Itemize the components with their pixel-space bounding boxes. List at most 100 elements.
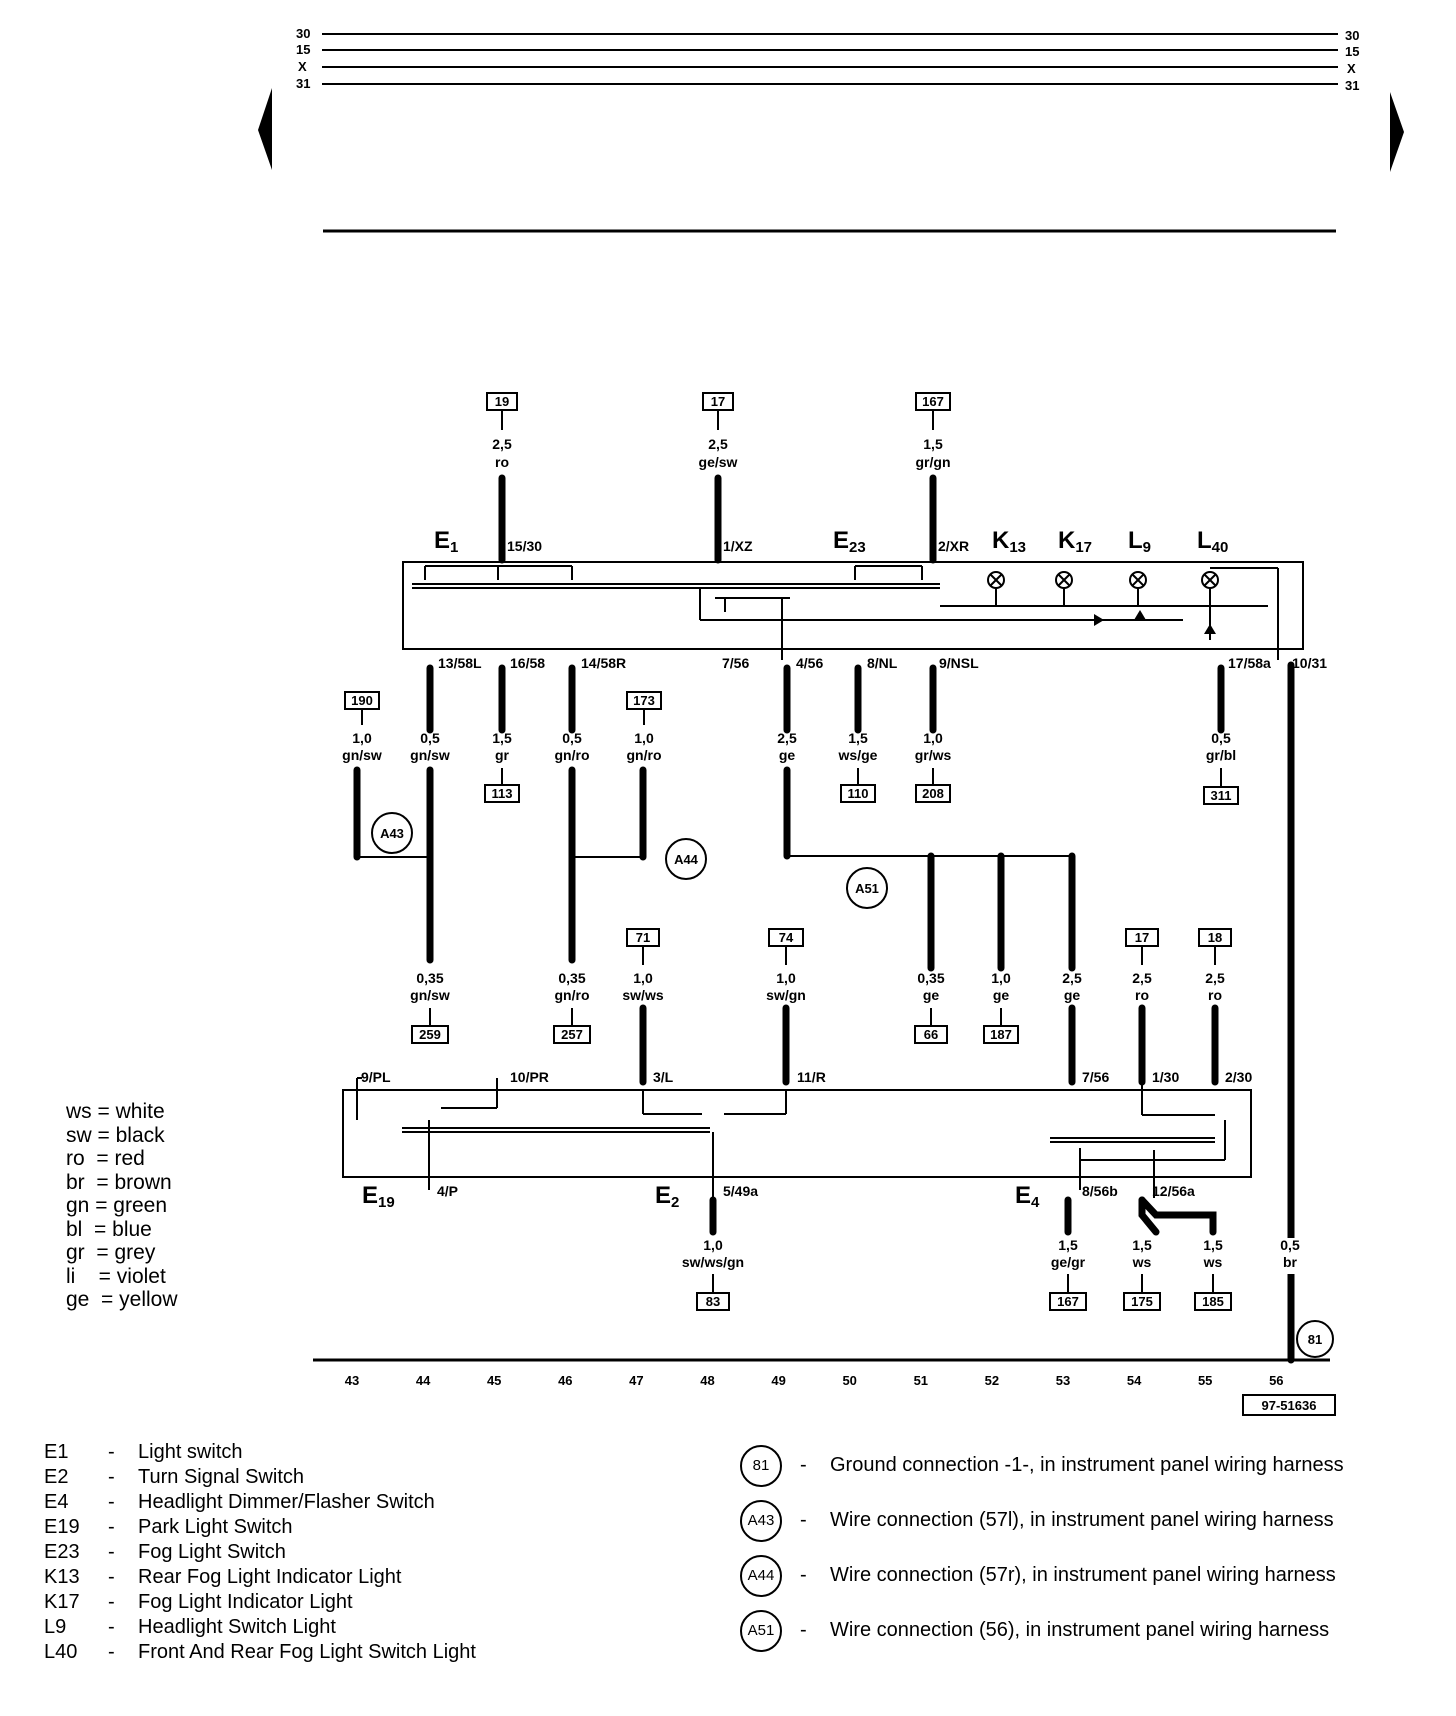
svg-text:185: 185 xyxy=(1202,1294,1224,1309)
left-arrow-icon xyxy=(258,88,272,170)
terminal-14-58r: 14/58R xyxy=(581,655,626,671)
terminal-2-30: 2/30 xyxy=(1225,1069,1252,1085)
connection-a44-icon: A44 xyxy=(740,1554,782,1597)
feed-wire-17: 17 2,5 ge/sw 1/XZ xyxy=(699,392,753,564)
connection-a43[interactable]: A43 xyxy=(371,812,413,854)
track-number: 50 xyxy=(842,1373,856,1388)
terminal-8-56b: 8/56b xyxy=(1082,1183,1118,1199)
lower-switch-contacts xyxy=(356,1077,1226,1198)
connection-81[interactable]: 81 xyxy=(1296,1320,1334,1358)
svg-text:2/XR: 2/XR xyxy=(938,538,969,554)
terminal-9-nsl: 9/NSL xyxy=(939,655,979,671)
svg-text:gn/ro: gn/ro xyxy=(627,747,662,763)
svg-text:br: br xyxy=(1283,1254,1298,1270)
bus-label-15-right: 15 xyxy=(1345,44,1359,59)
wire-190: 190 1,0 gn/sw xyxy=(342,691,430,861)
svg-text:gn/ro: gn/ro xyxy=(555,747,590,763)
wire-167-ge-gr: 1,5 ge/gr 167 xyxy=(1049,1196,1087,1311)
feed-wire-19: 19 2,5 ro 15/30 xyxy=(486,392,542,564)
wire-175-ws: 1,5 ws 175 xyxy=(1123,1196,1217,1311)
doc-code-box xyxy=(1242,1394,1336,1416)
svg-text:257: 257 xyxy=(561,1027,583,1042)
svg-text:gn/sw: gn/sw xyxy=(342,747,382,763)
terminal-4-p: 4/P xyxy=(437,1183,458,1199)
svg-text:gr/gn: gr/gn xyxy=(916,454,951,470)
track-number: 46 xyxy=(558,1373,572,1388)
bus-label-15-left: 15 xyxy=(296,42,310,57)
svg-text:167: 167 xyxy=(922,394,944,409)
svg-text:173: 173 xyxy=(633,693,655,708)
wire-25-ge-lower: 2,5 ge xyxy=(1062,852,1082,1086)
svg-text:ro: ro xyxy=(495,454,509,470)
parts-legend-row: K17-Fog Light Indicator Light xyxy=(44,1591,353,1613)
label-e4: E4 xyxy=(1015,1182,1040,1211)
label-k17: K17 xyxy=(1058,527,1092,556)
svg-text:74: 74 xyxy=(779,930,794,945)
svg-text:1,0: 1,0 xyxy=(991,970,1011,986)
connection-a44[interactable]: A44 xyxy=(665,838,707,880)
wire-259: 0,35 gn/sw 259 xyxy=(410,970,450,1044)
label-e2: E2 xyxy=(655,1182,679,1211)
parts-legend-row: L40-Front And Rear Fog Light Switch Ligh… xyxy=(44,1641,476,1663)
wire-83: 1,0 sw/ws/gn 83 xyxy=(682,1196,744,1311)
svg-text:ro: ro xyxy=(1135,987,1149,1003)
connection-legend-row: A43-Wire connection (57l), in instrument… xyxy=(740,1493,1344,1548)
bus-label-30-right: 30 xyxy=(1345,28,1359,43)
svg-text:gn/sw: gn/sw xyxy=(410,987,450,1003)
connection-a43-icon: A43 xyxy=(740,1499,782,1542)
track-number: 51 xyxy=(914,1373,928,1388)
wire-185-ws: 1,5 ws 185 xyxy=(1194,1237,1232,1311)
track-number: 48 xyxy=(700,1373,714,1388)
track-number: 44 xyxy=(416,1373,431,1388)
connection-legend-row: 81-Ground connection -1-, in instrument … xyxy=(740,1438,1344,1493)
svg-text:2,5: 2,5 xyxy=(1062,970,1082,986)
svg-text:A44: A44 xyxy=(674,852,699,867)
svg-text:2,5: 2,5 xyxy=(708,436,728,452)
svg-text:1,5: 1,5 xyxy=(923,436,943,452)
svg-text:ge: ge xyxy=(1064,987,1081,1003)
wire-05-gn-ro: 0,5 gn/ro xyxy=(555,664,643,964)
svg-text:gr/ws: gr/ws xyxy=(915,747,952,763)
bus-label-x-right: X xyxy=(1347,61,1356,76)
svg-text:311: 311 xyxy=(1211,788,1232,803)
connection-a51[interactable]: A51 xyxy=(846,867,888,909)
wire-257: 0,35 gn/ro 257 xyxy=(553,970,591,1044)
parts-legend-row: E2-Turn Signal Switch xyxy=(44,1466,304,1488)
svg-text:190: 190 xyxy=(351,693,373,708)
svg-text:71: 71 xyxy=(636,930,650,945)
svg-text:ws: ws xyxy=(1132,1254,1152,1270)
parts-legend-row: E1-Light switch xyxy=(44,1441,243,1463)
connection-81-icon: 81 xyxy=(740,1444,782,1487)
svg-text:1,0: 1,0 xyxy=(703,1237,723,1253)
svg-text:ge: ge xyxy=(923,987,940,1003)
svg-text:1,0: 1,0 xyxy=(776,970,796,986)
terminal-7-56-lower: 7/56 xyxy=(1082,1069,1109,1085)
svg-text:sw/ws/gn: sw/ws/gn xyxy=(682,1254,744,1270)
parts-legend-row: E4-Headlight Dimmer/Flasher Switch xyxy=(44,1491,435,1513)
label-l40: L40 xyxy=(1197,527,1228,556)
color-legend-row: gn = green xyxy=(66,1194,168,1217)
svg-text:2,5: 2,5 xyxy=(1205,970,1225,986)
terminal-9-pl: 9/PL xyxy=(361,1069,391,1085)
svg-text:0,35: 0,35 xyxy=(416,970,443,986)
wire-15-gr: 1,5 gr 113 xyxy=(484,664,520,803)
terminal-11-r: 11/R xyxy=(797,1069,826,1085)
lamp-l40 xyxy=(1201,571,1219,589)
svg-text:1,5: 1,5 xyxy=(1058,1237,1078,1253)
svg-text:gr/bl: gr/bl xyxy=(1206,747,1236,763)
terminal-4-56: 4/56 xyxy=(796,655,823,671)
feed-wire-167: 167 1,5 gr/gn 2/XR xyxy=(915,392,969,564)
svg-text:ws: ws xyxy=(1203,1254,1223,1270)
light-switch-box xyxy=(402,561,1304,650)
svg-text:2,5: 2,5 xyxy=(777,730,797,746)
svg-text:1,5: 1,5 xyxy=(848,730,868,746)
doc-code: 97-51636 xyxy=(1262,1398,1317,1413)
bus-lines: 30 15 X 31 30 15 X 31 xyxy=(296,26,1359,93)
wire-05-gr-bl: 0,5 gr/bl 311 xyxy=(1203,664,1239,805)
bus-label-31-left: 31 xyxy=(296,76,310,91)
label-e1: E1 xyxy=(434,527,458,556)
right-arrow-icon xyxy=(1390,92,1404,172)
svg-text:ro: ro xyxy=(1208,987,1222,1003)
svg-text:15/30: 15/30 xyxy=(507,538,542,554)
